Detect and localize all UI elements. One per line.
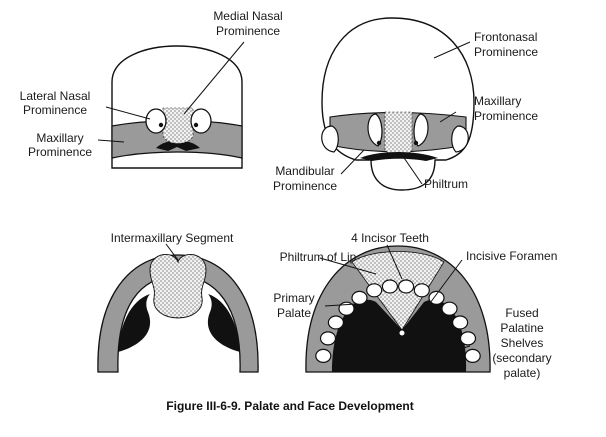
tooth (398, 279, 415, 294)
label-maxillary-left-1: Maxillary (36, 131, 83, 145)
early-face-stomodeum (156, 140, 200, 151)
intermaxillary-left-shelf (118, 294, 151, 352)
tooth (413, 283, 430, 298)
label-fused-2: Palatine (500, 321, 544, 335)
later-face-left-nasal-opening (367, 113, 383, 147)
label-fused-3: Shelves (501, 336, 544, 350)
later-face-panel (321, 17, 475, 191)
figure-caption: Figure III-6-9. Palate and Face Developm… (166, 399, 413, 413)
label-maxillary-right-2: Prominence (474, 109, 538, 123)
later-face-head-outline (321, 17, 475, 191)
tooth (366, 283, 383, 298)
early-face-left-nasal-pit (145, 108, 167, 134)
label-intermaxillary: Intermaxillary Segment (111, 231, 234, 245)
later-face-philtrum (384, 111, 413, 157)
early-face-medial-nasal-prominence (162, 107, 194, 144)
label-incisive-foramen: Incisive Foramen (466, 249, 557, 263)
teeth-group (315, 279, 481, 363)
label-mandibular-1: Mandibular (275, 164, 334, 178)
label-frontonasal-2: Prominence (474, 45, 538, 59)
tooth (381, 279, 398, 294)
label-fused-5: palate) (504, 366, 541, 380)
label-philtrum: Philtrum (424, 177, 468, 191)
tooth (459, 331, 477, 346)
label-philtrum-lip: Philtrum of Lip (280, 250, 357, 264)
later-face-mouth (360, 152, 438, 161)
incisive-foramen (398, 329, 406, 337)
later-face-left-ear (321, 125, 339, 153)
label-maxillary-right-1: Maxillary (474, 94, 521, 108)
tooth (452, 315, 469, 330)
tooth (338, 301, 355, 316)
intermaxillary-outer-arch (97, 254, 259, 373)
tooth (464, 348, 481, 363)
intermaxillary-segment (149, 254, 207, 319)
label-lateral-nasal-2: Prominence (23, 103, 87, 117)
label-primary-palate-2: Palate (277, 306, 311, 320)
label-primary-palate-1: Primary (273, 291, 314, 305)
palate-oral-cavity (332, 299, 467, 372)
label-frontonasal-1: Frontonasal (474, 30, 537, 44)
label-fused-1: Fused (505, 306, 538, 320)
label-medial-nasal-1: Medial Nasal (213, 9, 282, 23)
later-face-right-nasal-opening (413, 113, 429, 147)
tooth (428, 290, 445, 305)
label-lateral-nasal-1: Lateral Nasal (20, 89, 91, 103)
label-fused-4: (secondary (492, 351, 551, 365)
tooth (315, 348, 332, 363)
tooth (441, 301, 458, 316)
labels: Medial Nasal Prominence Frontonasal Prom… (20, 9, 558, 413)
tooth (351, 290, 368, 305)
later-face-right-ear (451, 125, 469, 153)
tooth (327, 315, 344, 330)
early-face-panel (111, 45, 243, 169)
label-mandibular-2: Prominence (273, 179, 337, 193)
palate-primary-triangle (351, 251, 445, 331)
tooth (319, 331, 337, 346)
label-medial-nasal-2: Prominence (216, 24, 280, 38)
early-face-right-nasal-pit (190, 108, 212, 134)
leader-lines (97, 41, 471, 353)
intermaxillary-right-shelf (207, 294, 240, 352)
secondary-palate-panel (305, 245, 491, 373)
label-incisor-teeth: 4 Incisor Teeth (351, 231, 429, 245)
intermaxillary-panel (97, 254, 259, 373)
label-maxillary-left-2: Prominence (28, 145, 92, 159)
